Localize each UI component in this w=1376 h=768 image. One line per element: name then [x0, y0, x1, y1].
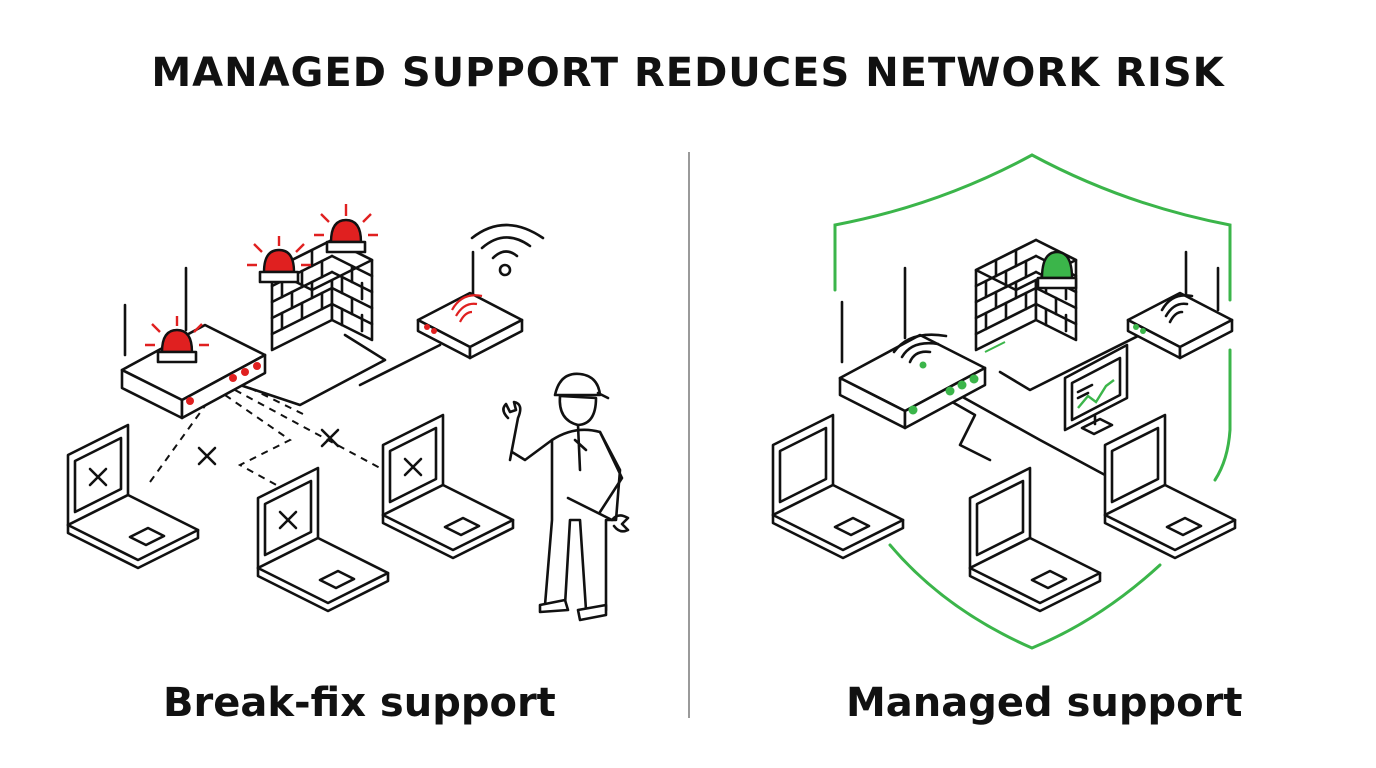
wrench-icon	[502, 400, 630, 533]
caption-managed: Managed support	[846, 680, 1243, 726]
laptop-icon	[771, 413, 905, 560]
laptop-icon	[1103, 413, 1237, 560]
laptop-icon	[968, 466, 1102, 613]
status-light-icon	[1036, 250, 1078, 290]
wifi-router-icon	[416, 223, 545, 360]
laptop-icon	[381, 413, 515, 560]
monitor-icon	[1063, 343, 1129, 436]
router-icon	[838, 266, 987, 430]
alarm-light-icon	[145, 316, 209, 364]
break-fix-scene	[66, 204, 630, 622]
alarm-light-icon	[247, 236, 311, 284]
alarm-light-icon	[314, 204, 378, 254]
shield-icon	[833, 153, 1232, 650]
page-title: MANAGED SUPPORT REDUCES NETWORK RISK	[151, 50, 1225, 96]
managed-scene	[771, 153, 1237, 650]
laptop-icon	[66, 423, 200, 570]
wifi-router-icon	[1126, 250, 1234, 360]
broken-link-icon	[197, 446, 217, 466]
panel-divider	[688, 152, 690, 718]
laptop-icon	[256, 466, 390, 613]
broken-link-icon	[320, 428, 340, 448]
technician-icon	[510, 372, 624, 622]
caption-break-fix: Break-fix support	[163, 680, 556, 726]
router-icon	[120, 266, 267, 420]
